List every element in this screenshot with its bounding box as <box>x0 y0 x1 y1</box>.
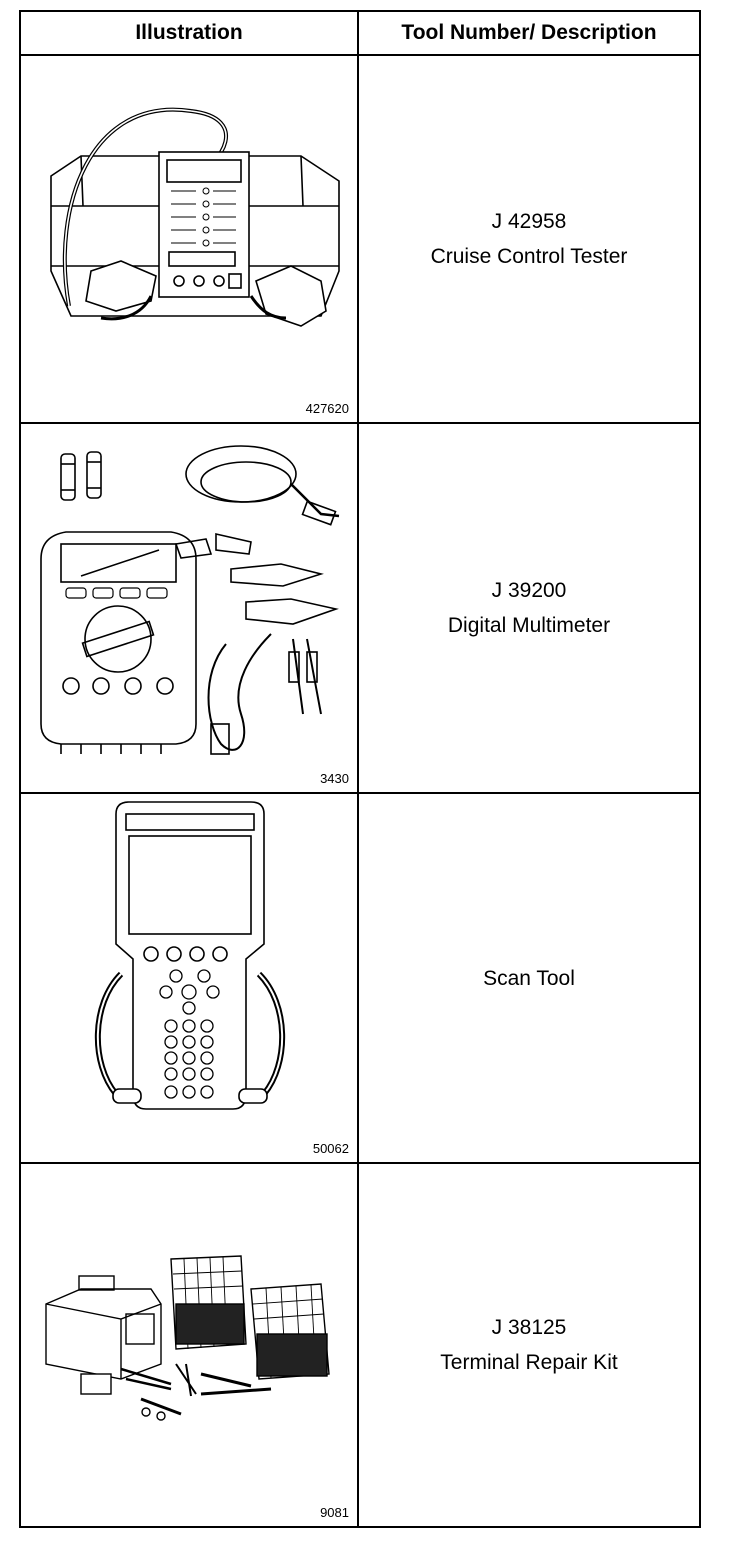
tool-description: Terminal Repair Kit <box>440 1351 618 1374</box>
tool-description: Cruise Control Tester <box>430 245 628 268</box>
illustration-cell: 3430 <box>21 424 359 792</box>
illustration-cell: 9081 <box>21 1164 359 1526</box>
scan-tool-illustration <box>94 801 286 1110</box>
tool-number: J 42958 <box>491 210 567 233</box>
description-cell: Scan Tool <box>359 794 699 1162</box>
figure-number: 50062 <box>312 1141 349 1156</box>
tool-description: Scan Tool <box>483 966 575 990</box>
description-cell: J 38125 Terminal Repair Kit <box>359 1164 699 1526</box>
tool-description: Digital Multimeter <box>447 614 611 637</box>
figure-number: 3430 <box>320 771 349 786</box>
table-row: 50062 Scan Tool <box>21 794 699 1164</box>
table-row: 427620 J 42958 Cruise Control Tester <box>21 56 699 424</box>
tool-table: Illustration Tool Number/ Description <box>19 10 701 1528</box>
cruise-control-tester-illustration <box>50 107 340 327</box>
illustration-cell: 427620 <box>21 56 359 422</box>
header-tool-description: Tool Number/ Description <box>401 21 657 44</box>
description-cell: J 39200 Digital Multimeter <box>359 424 699 792</box>
table-header-row: Illustration Tool Number/ Description <box>21 12 699 56</box>
tool-number: J 39200 <box>491 579 567 602</box>
table-row: 9081 J 38125 Terminal Repair Kit <box>21 1164 699 1526</box>
description-cell: J 42958 Cruise Control Tester <box>359 56 699 422</box>
figure-number: 9081 <box>320 1505 349 1520</box>
terminal-repair-kit-illustration <box>45 1255 330 1421</box>
table-row: 3430 J 39200 Digital Multimeter <box>21 424 699 794</box>
figure-number: 427620 <box>305 401 349 416</box>
digital-multimeter-illustration <box>40 445 340 755</box>
header-illustration: Illustration <box>21 12 359 54</box>
tool-number: J 38125 <box>491 1316 567 1339</box>
illustration-cell: 50062 <box>21 794 359 1162</box>
